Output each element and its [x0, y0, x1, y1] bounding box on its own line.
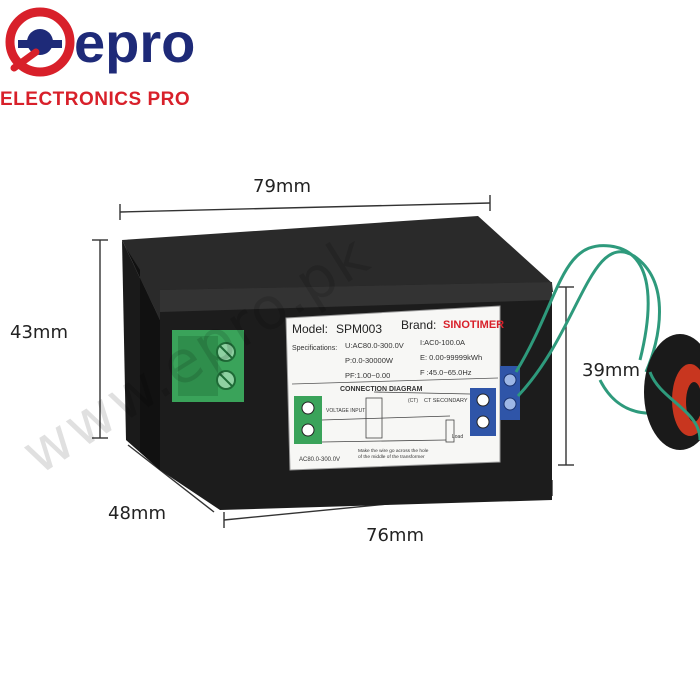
spec-voltage: U:AC80.0-300.0V	[345, 341, 404, 350]
spec-energy: E: 0.00-99999kWh	[420, 353, 482, 362]
dim-line-48	[127, 444, 215, 513]
spec-current: I:AC0-100.0A	[420, 338, 465, 347]
model-label: Model:	[292, 322, 328, 336]
brand-value: SINOTIMER	[443, 319, 504, 331]
dim-line-79	[119, 202, 491, 213]
diagram-note-2: of the middle of the transformer	[358, 454, 425, 460]
spec-power: P:0.0-30000W	[345, 356, 394, 365]
diagram-title: CONNECTION DIAGRAM	[340, 386, 423, 393]
dim-depth: 48mm	[108, 503, 166, 524]
diagram-note-1: Make the wire go across the hole	[358, 448, 429, 454]
diagram-ct-secondary: CT SECONDARY	[424, 398, 468, 404]
current-transformer	[644, 334, 700, 450]
diagram-voltage-input: VOLTAGE INPUT	[326, 408, 365, 414]
dim-height-left: 43mm	[10, 322, 68, 343]
diagram-load: Load	[452, 434, 463, 440]
spec-powerfactor: PF:1.00~0.00	[345, 371, 390, 380]
model-value: SPM003	[336, 322, 382, 336]
diagram-ct-tag: (CT)	[408, 398, 418, 404]
dim-height-right: 39mm	[582, 360, 640, 381]
dim-width-top: 79mm	[253, 176, 311, 197]
spec-frequency: F :45.0~65.0Hz	[420, 368, 472, 377]
brand-label: Brand:	[401, 318, 436, 332]
dim-width-bottom: 76mm	[366, 525, 424, 546]
diagram-ac-range: AC80.0-300.0V	[299, 457, 340, 463]
brand-logo: epro ELECTRONICS PRO	[0, 0, 260, 115]
epro-logo-graphic: epro	[5, 7, 195, 77]
logo-subtitle: ELECTRONICS PRO	[0, 89, 191, 110]
spec-label: Model: SPM003 Brand: SINOTIMER Specifica…	[285, 305, 504, 471]
logo-wordmark: epro	[74, 11, 195, 74]
specs-label: Specifications:	[292, 345, 337, 352]
